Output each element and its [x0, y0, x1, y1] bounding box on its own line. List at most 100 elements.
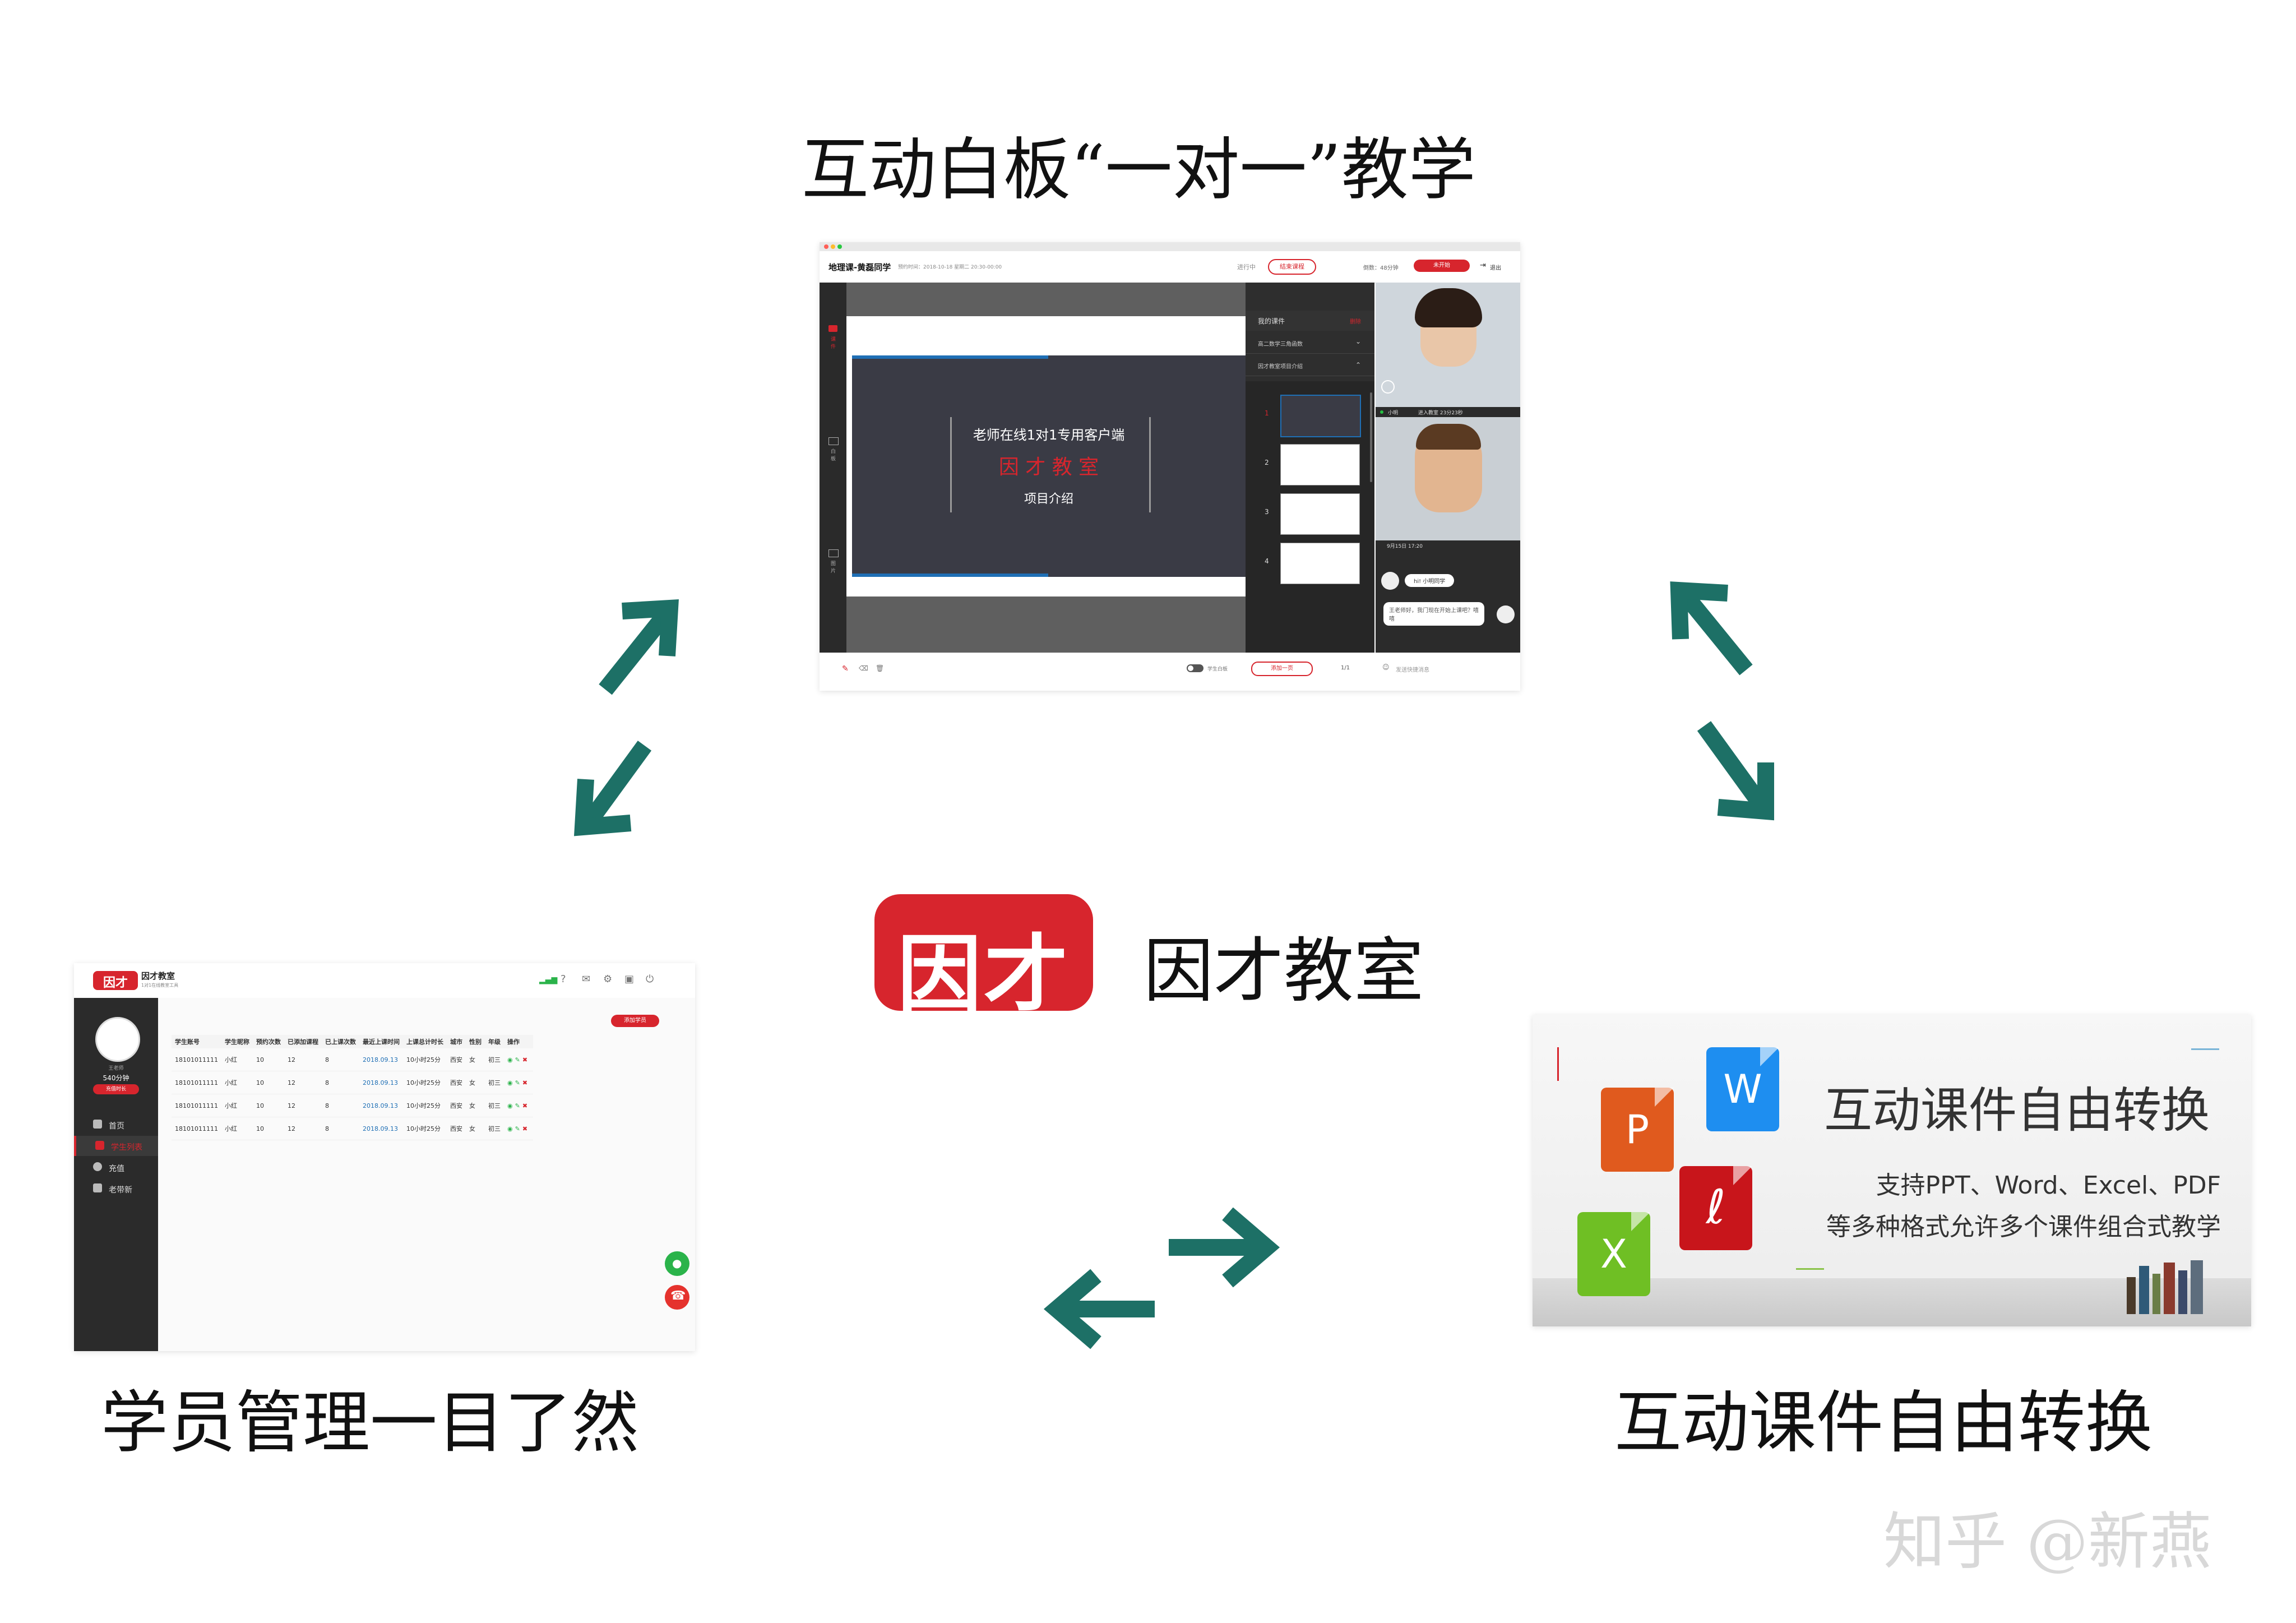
maximize-window-button[interactable]	[837, 244, 842, 249]
nav-student-list[interactable]: 学生列表	[74, 1136, 160, 1156]
folder-icon	[828, 325, 837, 332]
courseware-item[interactable]: 高二数学三角函数 ⌄	[1246, 333, 1374, 354]
minimize-window-button[interactable]	[831, 244, 835, 249]
table-cell: 西安	[446, 1117, 466, 1140]
delete-icon[interactable]: ✖	[522, 1079, 528, 1086]
table-cell: 8	[321, 1071, 359, 1094]
view-icon[interactable]: ◉	[507, 1079, 513, 1086]
settings-icon[interactable]: ⚙	[603, 973, 613, 985]
student-status-time: 进入教室 23分23秒	[1418, 410, 1463, 416]
online-service-button[interactable]: ●	[665, 1251, 689, 1276]
delete-icon[interactable]: ✖	[522, 1102, 528, 1109]
table-cell: 初三	[484, 1048, 504, 1071]
table-cell: 12	[284, 1071, 322, 1094]
student-board-toggle[interactable]	[1187, 664, 1203, 672]
board-canvas[interactable]: 老师在线1对1专用客户端 因 才 教 室 项目介绍	[846, 283, 1246, 653]
chat-area: hi! 小明同学 王老师好，我门现在开始上课吧？嘻嘻	[1376, 551, 1520, 653]
table-header-row: 学生账号学生昵称预约次数已添加课程已上课次数最近上课时间上课总计时长城市性别年级…	[172, 1035, 534, 1048]
pen-icon[interactable]: ✎	[842, 664, 849, 673]
table-cell: 8	[321, 1117, 359, 1140]
table-cell: 初三	[484, 1117, 504, 1140]
exit-icon[interactable]: ⇥	[1480, 261, 1486, 270]
edit-icon[interactable]: ✎	[515, 1102, 520, 1109]
scrollbar[interactable]	[1370, 392, 1372, 482]
help-icon[interactable]: ?	[561, 973, 566, 985]
mic-icon[interactable]	[1381, 380, 1395, 394]
table-cell: 西安	[446, 1048, 466, 1071]
tool-image[interactable]: 图片	[820, 546, 846, 597]
edit-icon[interactable]: ✎	[515, 1125, 520, 1132]
exit-label[interactable]: 退出	[1490, 265, 1501, 271]
delete-courseware-button[interactable]: 删除	[1350, 319, 1361, 325]
slide-thumb[interactable]	[1280, 493, 1360, 535]
table-cell: 10	[252, 1048, 284, 1071]
banner-accent-line	[2191, 1048, 2219, 1050]
student-video-bar: 小明 进入教室 23分23秒	[1376, 407, 1520, 417]
thumb-list: 1 2 3 4	[1246, 381, 1374, 653]
view-icon[interactable]: ◉	[507, 1056, 513, 1063]
tool-courseware[interactable]: 课件	[820, 322, 846, 372]
student-hair	[1415, 288, 1482, 327]
delete-icon[interactable]: ✖	[522, 1125, 528, 1132]
view-icon[interactable]: ◉	[507, 1125, 513, 1132]
teacher-video-bar: 9月15日 17:20	[1376, 540, 1520, 551]
nav-recharge[interactable]: 充值	[74, 1157, 158, 1177]
add-page-button[interactable]: 添加一页	[1251, 662, 1313, 676]
phone-button[interactable]: ☎	[665, 1285, 689, 1310]
end-course-button[interactable]: 结束课程	[1268, 259, 1316, 275]
message-icon[interactable]: ✉	[582, 973, 591, 985]
table-cell: 小红	[221, 1071, 253, 1094]
delete-icon[interactable]: ✖	[522, 1056, 528, 1063]
student-video	[1376, 283, 1520, 407]
eraser-icon[interactable]: ⌫	[859, 664, 868, 672]
close-window-button[interactable]	[824, 244, 828, 249]
column-header: 学生昵称	[221, 1035, 253, 1048]
teacher-video	[1376, 417, 1520, 540]
chat-input-bar[interactable]: ☺ 发送快捷消息	[1376, 653, 1520, 691]
word-icon: W	[1706, 1047, 1779, 1131]
nav-home[interactable]: 首页	[74, 1115, 158, 1135]
word-icon-letter: W	[1723, 1066, 1762, 1112]
pdf-icon: ℓ	[1679, 1166, 1752, 1250]
brand-name: 因才教室	[1144, 931, 1424, 1012]
recharge-time-button[interactable]: 充值时长	[93, 1084, 139, 1094]
course-status: 进行中	[1237, 263, 1256, 271]
banner-accent-line	[1796, 1268, 1824, 1270]
table-cell: 女	[465, 1048, 485, 1071]
table-cell: 初三	[484, 1094, 504, 1117]
signal-icon: ▂▄▆	[539, 975, 558, 984]
column-header: 性别	[465, 1035, 485, 1048]
nav-referral[interactable]: 老带新	[74, 1178, 158, 1199]
panda-avatar[interactable]	[95, 1017, 140, 1062]
table-cell: 18101011111	[172, 1071, 221, 1094]
edit-icon[interactable]: ✎	[515, 1056, 520, 1063]
view-icon[interactable]: ◉	[507, 1102, 513, 1109]
table-cell: 2018.09.13	[359, 1094, 403, 1117]
table-cell: 10小时25分	[402, 1071, 447, 1094]
power-icon[interactable]: ⏻	[646, 973, 654, 985]
table-cell: 初三	[484, 1071, 504, 1094]
teacher-hair	[1416, 424, 1481, 450]
trash-icon[interactable]: 🗑	[876, 664, 885, 672]
tool-whiteboard[interactable]: 白板	[820, 434, 846, 484]
table-cell: 10	[252, 1071, 284, 1094]
profile-name: 王老师	[108, 1066, 124, 1071]
slide-thumb[interactable]	[1280, 395, 1361, 437]
screen-icon[interactable]: ▣	[624, 973, 635, 985]
books-illustration	[2127, 1260, 2222, 1314]
table-cell: 10小时25分	[402, 1117, 447, 1140]
courseware-line2: 等多种格式允许多个课件组合式教学	[1826, 1213, 2221, 1241]
record-button[interactable]: 未开始	[1414, 260, 1470, 272]
heading-courseware: 互动课件自由转换	[1614, 1384, 2152, 1462]
slide-thumb[interactable]	[1280, 444, 1360, 485]
add-student-button[interactable]: 添加学员	[611, 1015, 659, 1027]
courseware-item[interactable]: 因才教室项目介绍 ⌃	[1246, 355, 1374, 376]
arrow-down-left-icon	[574, 741, 652, 836]
edit-icon[interactable]: ✎	[515, 1079, 520, 1086]
slide-thumb[interactable]	[1280, 543, 1360, 584]
